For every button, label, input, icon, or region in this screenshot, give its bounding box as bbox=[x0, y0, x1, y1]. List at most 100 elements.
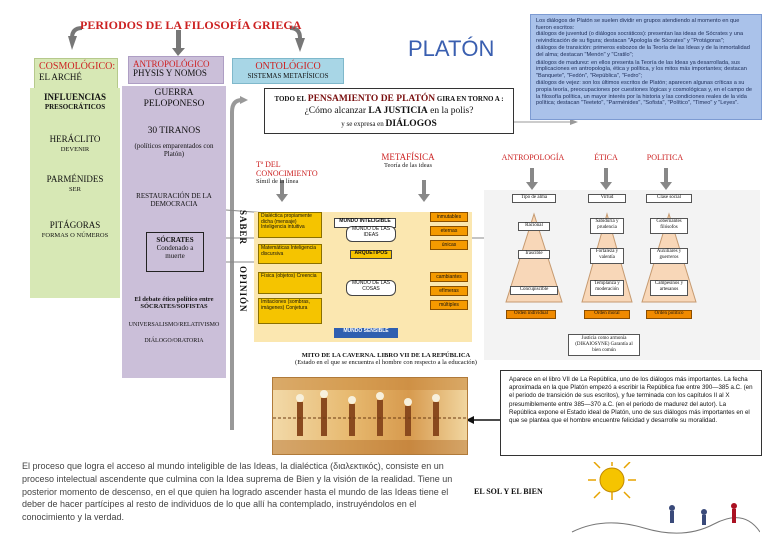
question-box: TODO EL PENSAMIENTO DE PLATÓN GIRA EN TO… bbox=[264, 88, 514, 134]
antropologico-sub: PHYSIS Y NOMOS bbox=[133, 68, 207, 79]
dialog-item: diálogos de juventud (o diálogos socráti… bbox=[536, 31, 744, 44]
parmenides-label: PARMÉNIDES bbox=[46, 174, 104, 184]
q-line1c: GIRA EN TORNO A : bbox=[436, 95, 504, 103]
dialog-item: diálogos de madurez: en ellos presenta l… bbox=[536, 59, 747, 79]
matematicas-box: Matemáticas Inteligencia discursiva bbox=[258, 244, 322, 264]
q-line3a: y se expresa en bbox=[341, 119, 384, 128]
orden-politico-box: Orden político bbox=[646, 310, 692, 319]
cosmologico-sub: EL ARCHÉ bbox=[39, 71, 82, 82]
influencias-block: INFLUENCIAS PRESOCRÁTICOS bbox=[30, 92, 120, 112]
antropologico-name: ANTROPOLÓGICO bbox=[133, 59, 210, 69]
concupiscible-box: Concupiscible bbox=[510, 286, 558, 295]
guerra-label: GUERRA PELOPONESO bbox=[143, 88, 205, 109]
saber-label: SABER bbox=[238, 210, 248, 246]
parmenides-block: PARMÉNIDES SER bbox=[30, 174, 120, 194]
fisica-box: Física (objetos) Creencia bbox=[258, 272, 322, 294]
universalismo-label: UNIVERSALISMO/RELATIVISMO bbox=[128, 322, 220, 328]
presocraticos-label: PRESOCRÁTICOS bbox=[44, 103, 106, 112]
q-line2a: ¿Cómo alcanzar bbox=[304, 106, 367, 117]
q-line2c: en la polis? bbox=[430, 106, 474, 117]
socrates-label: SÓCRATES bbox=[156, 236, 194, 244]
racional-box: Racional bbox=[518, 222, 550, 231]
templanza-box: Templanza y moderación bbox=[590, 280, 624, 296]
tipo-alma-box: Tipo de alma bbox=[512, 194, 556, 203]
ontologico-header: ONTOLÓGICO SISTEMAS METAFÍSICOS bbox=[232, 58, 344, 84]
dialectica-box: Dialéctica propiamente dicha (mensaje) I… bbox=[258, 212, 322, 238]
metafisica-heading: METAFÍSICA Teoría de las ideas bbox=[368, 152, 448, 169]
dialogo-label: DIÁLOGO/ORATORIA bbox=[144, 338, 204, 344]
republica-box: Aparece en el libro VII de La República,… bbox=[500, 370, 762, 456]
prop-eternas: eternas bbox=[430, 226, 468, 236]
cave-title: MITO DE LA CAVERNA. LIBRO VII DE LA REPÚ… bbox=[301, 352, 471, 359]
virtud-box: Virtud bbox=[588, 194, 626, 203]
antropologico-column: GUERRA PELOPONESO 30 TIRANOS (políticos … bbox=[122, 86, 226, 378]
prop-efimeras: efímeras bbox=[430, 286, 468, 296]
mundo-ideas-box: MUNDO DE LAS IDEAS bbox=[346, 226, 396, 242]
metafisica-sub: Teoría de las ideas bbox=[383, 162, 433, 169]
antropologia-heading: ANTROPOLOGÍA bbox=[501, 153, 565, 162]
debate-label: El debate ético político entre SÓCRATES/… bbox=[134, 296, 214, 311]
orden-moral-box: Orden moral bbox=[584, 310, 630, 319]
platon-title: PLATÓN bbox=[408, 36, 495, 61]
auxiliares-box: Auxiliares y guerreros bbox=[650, 248, 688, 264]
etica-heading: ÉTICA bbox=[594, 153, 618, 162]
prop-multiples: múltiples bbox=[430, 300, 468, 310]
line-diagram: MUNDO INTELIGIBLE Dialéctica propiamente… bbox=[254, 212, 472, 342]
socrates-sub: Condenado a muerte bbox=[156, 244, 194, 261]
prop-inmutables: inmutables bbox=[430, 212, 468, 222]
q-line2b: LA JUSTICIA bbox=[368, 106, 428, 117]
q-line1a: TODO EL bbox=[274, 95, 307, 103]
heraclito-label: HERÁCLITO bbox=[49, 134, 101, 144]
cosmologico-column: INFLUENCIAS PRESOCRÁTICOS HERÁCLITO DEVE… bbox=[30, 88, 120, 298]
orden-individual-box: Orden individual bbox=[506, 310, 556, 319]
campesinos-box: Campesinos y artesanos bbox=[650, 280, 688, 296]
ethics-diagram: Tipo de alma Virtud Clase social Raciona… bbox=[484, 190, 760, 360]
cave-sub: (Estado en el que se encuentra el hombre… bbox=[295, 359, 477, 366]
irascible-box: Irascible bbox=[518, 250, 550, 259]
q-line3b: DIÁLOGOS bbox=[385, 118, 437, 129]
sabiduria-box: Sabiduría y prudencia bbox=[590, 218, 624, 234]
clase-box: Clase social bbox=[646, 194, 692, 203]
dialogs-list: diálogos de juventud (o diálogos socráti… bbox=[536, 31, 756, 107]
imitaciones-box: Imitaciones (sombras, imágenes) Conjetur… bbox=[258, 298, 322, 324]
pitagoras-label: PITÁGORAS bbox=[49, 220, 101, 230]
dialectica-paragraph: El proceso que logra el acceso al mundo … bbox=[22, 461, 453, 523]
sun-illustration bbox=[571, 462, 760, 534]
metafisica-title: METAFÍSICA bbox=[381, 152, 435, 162]
antropologico-header: ANTROPOLÓGICO PHYSIS Y NOMOS bbox=[128, 56, 224, 84]
heraclito-block: HERÁCLITO DEVENIR bbox=[30, 134, 120, 154]
ontologico-sub: SISTEMAS METAFÍSICOS bbox=[247, 71, 329, 80]
cave-figures bbox=[273, 378, 467, 454]
cave-title-block: MITO DE LA CAVERNA. LIBRO VII DE LA REPÚ… bbox=[270, 352, 502, 366]
ontologico-name: ONTOLÓGICO bbox=[255, 61, 321, 72]
parmenides-sub: SER bbox=[69, 186, 81, 194]
prop-unicas: únicas bbox=[430, 240, 468, 250]
conocimiento-title: Tª DEL CONOCIMIENTO bbox=[256, 160, 318, 178]
main-title: PERIODOS DE LA FILOSOFÍA GRIEGA bbox=[80, 18, 302, 32]
pitagoras-sub: FORMAS O NÚMEROS bbox=[41, 232, 109, 240]
justicia-box: Justicia como armonía (DIKAIOSYNE) Garan… bbox=[568, 334, 640, 356]
mundo-sensible-label: MUNDO SENSIBLE bbox=[334, 328, 398, 338]
tiranos-label: 30 TIRANOS bbox=[147, 126, 201, 136]
mundo-cosas-box: MUNDO DE LAS COSAS bbox=[346, 280, 396, 296]
cosmologico-name: COSMOLÓGICO: bbox=[39, 61, 116, 72]
sol-bien-label: EL SOL Y EL BIEN bbox=[474, 487, 543, 496]
dialogs-box: Los diálogos de Platón se suelen dividir… bbox=[530, 14, 762, 120]
prop-cambiantes: cambiantes bbox=[430, 272, 468, 282]
dialogs-intro: Los diálogos de Platón se suelen dividir… bbox=[536, 18, 740, 31]
dialog-item: diálogos de transición: primeros esbozos… bbox=[536, 45, 750, 58]
tiranos-sub: (políticos emparentados con Platón) bbox=[134, 142, 214, 159]
q-line1b: PENSAMIENTO DE PLATÓN bbox=[307, 94, 436, 104]
politica-heading: POLITICA bbox=[646, 153, 684, 162]
dialog-item: diálogos de vejez: son los últimos escri… bbox=[536, 80, 752, 107]
conocimiento-sub: Símil de la línea bbox=[256, 178, 299, 185]
cave-illustration bbox=[272, 377, 468, 455]
influencias-label: INFLUENCIAS bbox=[43, 92, 106, 102]
cosmologico-header: COSMOLÓGICO: EL ARCHÉ bbox=[34, 58, 118, 90]
arquetipos-box: ARQUETIPOS bbox=[350, 250, 392, 259]
socrates-box: SÓCRATES Condenado a muerte bbox=[146, 232, 204, 272]
opinion-label: OPINIÓN bbox=[238, 266, 248, 313]
pitagoras-block: PITÁGORAS FORMAS O NÚMEROS bbox=[30, 220, 120, 240]
gobernantes-box: Gobernantes filósofos bbox=[650, 218, 688, 234]
